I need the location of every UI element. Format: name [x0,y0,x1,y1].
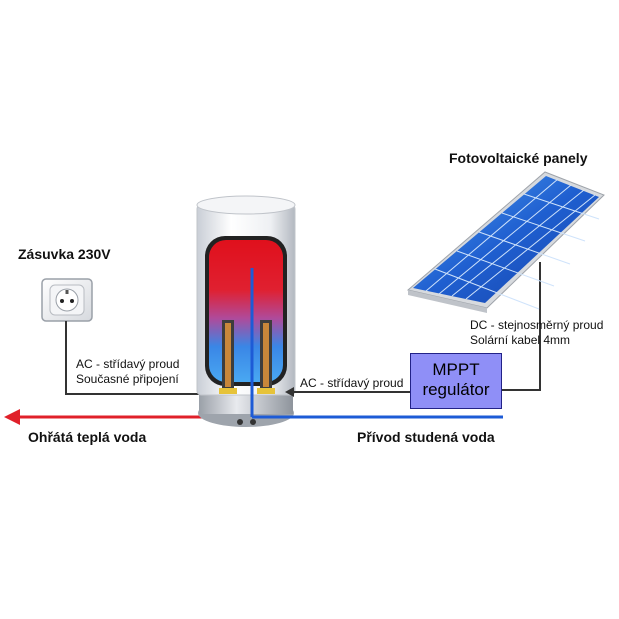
water-heater-icon [196,195,296,427]
arrow-left-icon [4,409,20,425]
mppt-line-2: regulátor [422,380,490,399]
mppt-regulator-box: MPPT regulátor [410,353,502,409]
socket-label: Zásuvka 230V [18,246,111,262]
dc-cable-label: DC - stejnosměrný proud Solární kabel 4m… [470,318,603,348]
mppt-line-1: MPPT [432,360,480,379]
ac-cable-mppt-arrowhead [285,387,294,397]
ac-left-line-2: Současné připojení [76,372,179,386]
dc-line-2: Solární kabel 4mm [470,333,571,347]
solar-panel-icon [406,171,605,313]
hot-water-label: Ohřátá teplá voda [28,429,147,445]
dc-cable [502,262,541,391]
cold-water-label: Přívod studená voda [357,429,495,445]
wall-socket-icon [41,278,93,322]
ac-mid-label: AC - střídavý proud [300,376,404,390]
ac-cable-socket [65,321,205,395]
dc-line-1: DC - stejnosměrný proud [470,318,604,332]
cold-water-pipe [250,268,503,419]
solar-panels-label: Fotovoltaické panely [449,150,588,166]
ac-left-line-1: AC - střídavý proud [76,357,180,371]
ac-left-label: AC - střídavý proud Současné připojení [76,357,179,387]
